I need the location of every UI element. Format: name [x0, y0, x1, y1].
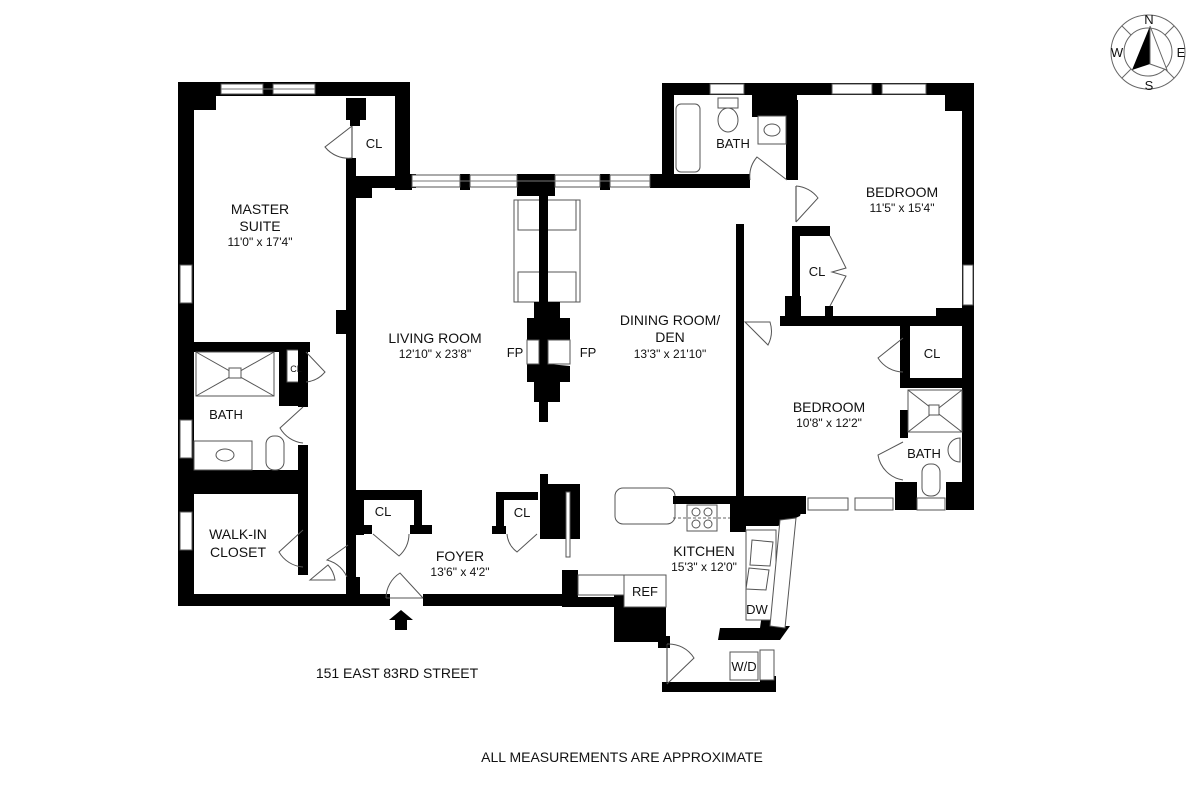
bedroom-2-bath-label: BATH — [907, 446, 941, 461]
master-suite-name-2: SUITE — [239, 218, 280, 234]
upper-bath-label: BATH — [716, 136, 750, 151]
dining-room-name-1: DINING ROOM/ — [620, 312, 720, 328]
walk-in-closet-name-2: CLOSET — [210, 544, 266, 560]
fireplace-living-label: FP — [507, 345, 524, 360]
bedroom-1-name: BEDROOM — [866, 184, 938, 200]
upper-bath-door[interactable] — [749, 156, 788, 181]
bedroom-2-bath-fixtures — [907, 389, 963, 497]
compass-south: S — [1145, 78, 1154, 93]
walk-in-closet-name-1: WALK-IN — [209, 526, 267, 542]
fireplace-dining-label: FP — [580, 345, 597, 360]
bedroom-2-closet-door[interactable] — [877, 337, 904, 373]
bedroom-2-closet-label: CL — [924, 346, 941, 361]
bedroom-1-windows — [709, 83, 974, 306]
bedroom-1-dimensions: 11'5" x 15'4" — [870, 201, 935, 215]
bedroom-2-windows — [807, 497, 946, 511]
kitchen-walls — [562, 487, 806, 692]
compass-rose-icon: N S E W — [1110, 12, 1186, 93]
dishwasher-label: DW — [746, 602, 768, 617]
master-bath-door[interactable] — [279, 406, 304, 444]
address-label: 151 EAST 83RD STREET — [316, 665, 479, 681]
kitchen-name: KITCHEN — [673, 543, 734, 559]
master-closet-label: CL — [366, 136, 383, 151]
living-dining-walls — [400, 174, 750, 498]
master-windows — [179, 83, 316, 551]
hall-doors[interactable] — [308, 544, 349, 581]
bedroom-2-bath-door[interactable] — [877, 441, 904, 481]
foyer-name: FOYER — [436, 548, 484, 564]
foyer-closet-2-door[interactable] — [506, 533, 538, 553]
bedroom-2-dimensions: 10'8" x 12'2" — [796, 416, 862, 430]
master-bath — [192, 342, 310, 575]
master-suite-name-1: MASTER — [231, 201, 289, 217]
compass-north: N — [1144, 12, 1153, 27]
upper-bath-fixtures — [675, 97, 787, 173]
entrance-arrow-icon — [389, 610, 413, 630]
foyer-closet-2-label: CL — [514, 505, 531, 520]
washer-dryer-label: W/D — [731, 659, 756, 674]
kitchen-fixtures — [577, 517, 797, 681]
bedroom-1-walls — [662, 83, 974, 503]
master-bath-closet-door[interactable] — [305, 351, 326, 383]
entrance-door[interactable] — [385, 572, 424, 599]
foyer-walls — [346, 474, 622, 607]
bedroom-1-closet-door[interactable] — [829, 235, 847, 307]
master-bath-label: BATH — [209, 407, 243, 422]
measurement-disclaimer: ALL MEASUREMENTS ARE APPROXIMATE — [481, 749, 763, 765]
bedroom-1-door[interactable] — [795, 185, 819, 223]
compass-east: E — [1177, 45, 1186, 60]
master-bath-closet-label: CL — [290, 364, 302, 374]
foyer-closet-1-door[interactable] — [372, 533, 410, 557]
living-room-name: LIVING ROOM — [388, 330, 481, 346]
foyer-dimensions: 13'6" x 4'2" — [430, 565, 489, 579]
master-suite-dimensions: 11'0" x 17'4" — [228, 235, 293, 249]
master-closet-door[interactable] — [324, 125, 353, 159]
compass-west: W — [1111, 45, 1124, 60]
foyer-closet-1-label: CL — [375, 504, 392, 519]
living-windows — [411, 174, 651, 188]
bedroom-2-name: BEDROOM — [793, 399, 865, 415]
walk-in-closet-door[interactable] — [278, 529, 304, 568]
dining-room-dimensions: 13'3" x 21'10" — [634, 347, 707, 361]
dining-room-name-2: DEN — [655, 329, 685, 345]
kitchen-service-door[interactable] — [666, 643, 695, 685]
kitchen-dimensions: 15'3" x 12'0" — [671, 560, 737, 574]
master-suite-walls — [178, 82, 410, 606]
bedroom-1-closet-label: CL — [809, 264, 826, 279]
refrigerator-label: REF — [632, 584, 658, 599]
living-room-dimensions: 12'10" x 23'8" — [399, 347, 472, 361]
bedroom-2-door[interactable] — [743, 321, 772, 346]
